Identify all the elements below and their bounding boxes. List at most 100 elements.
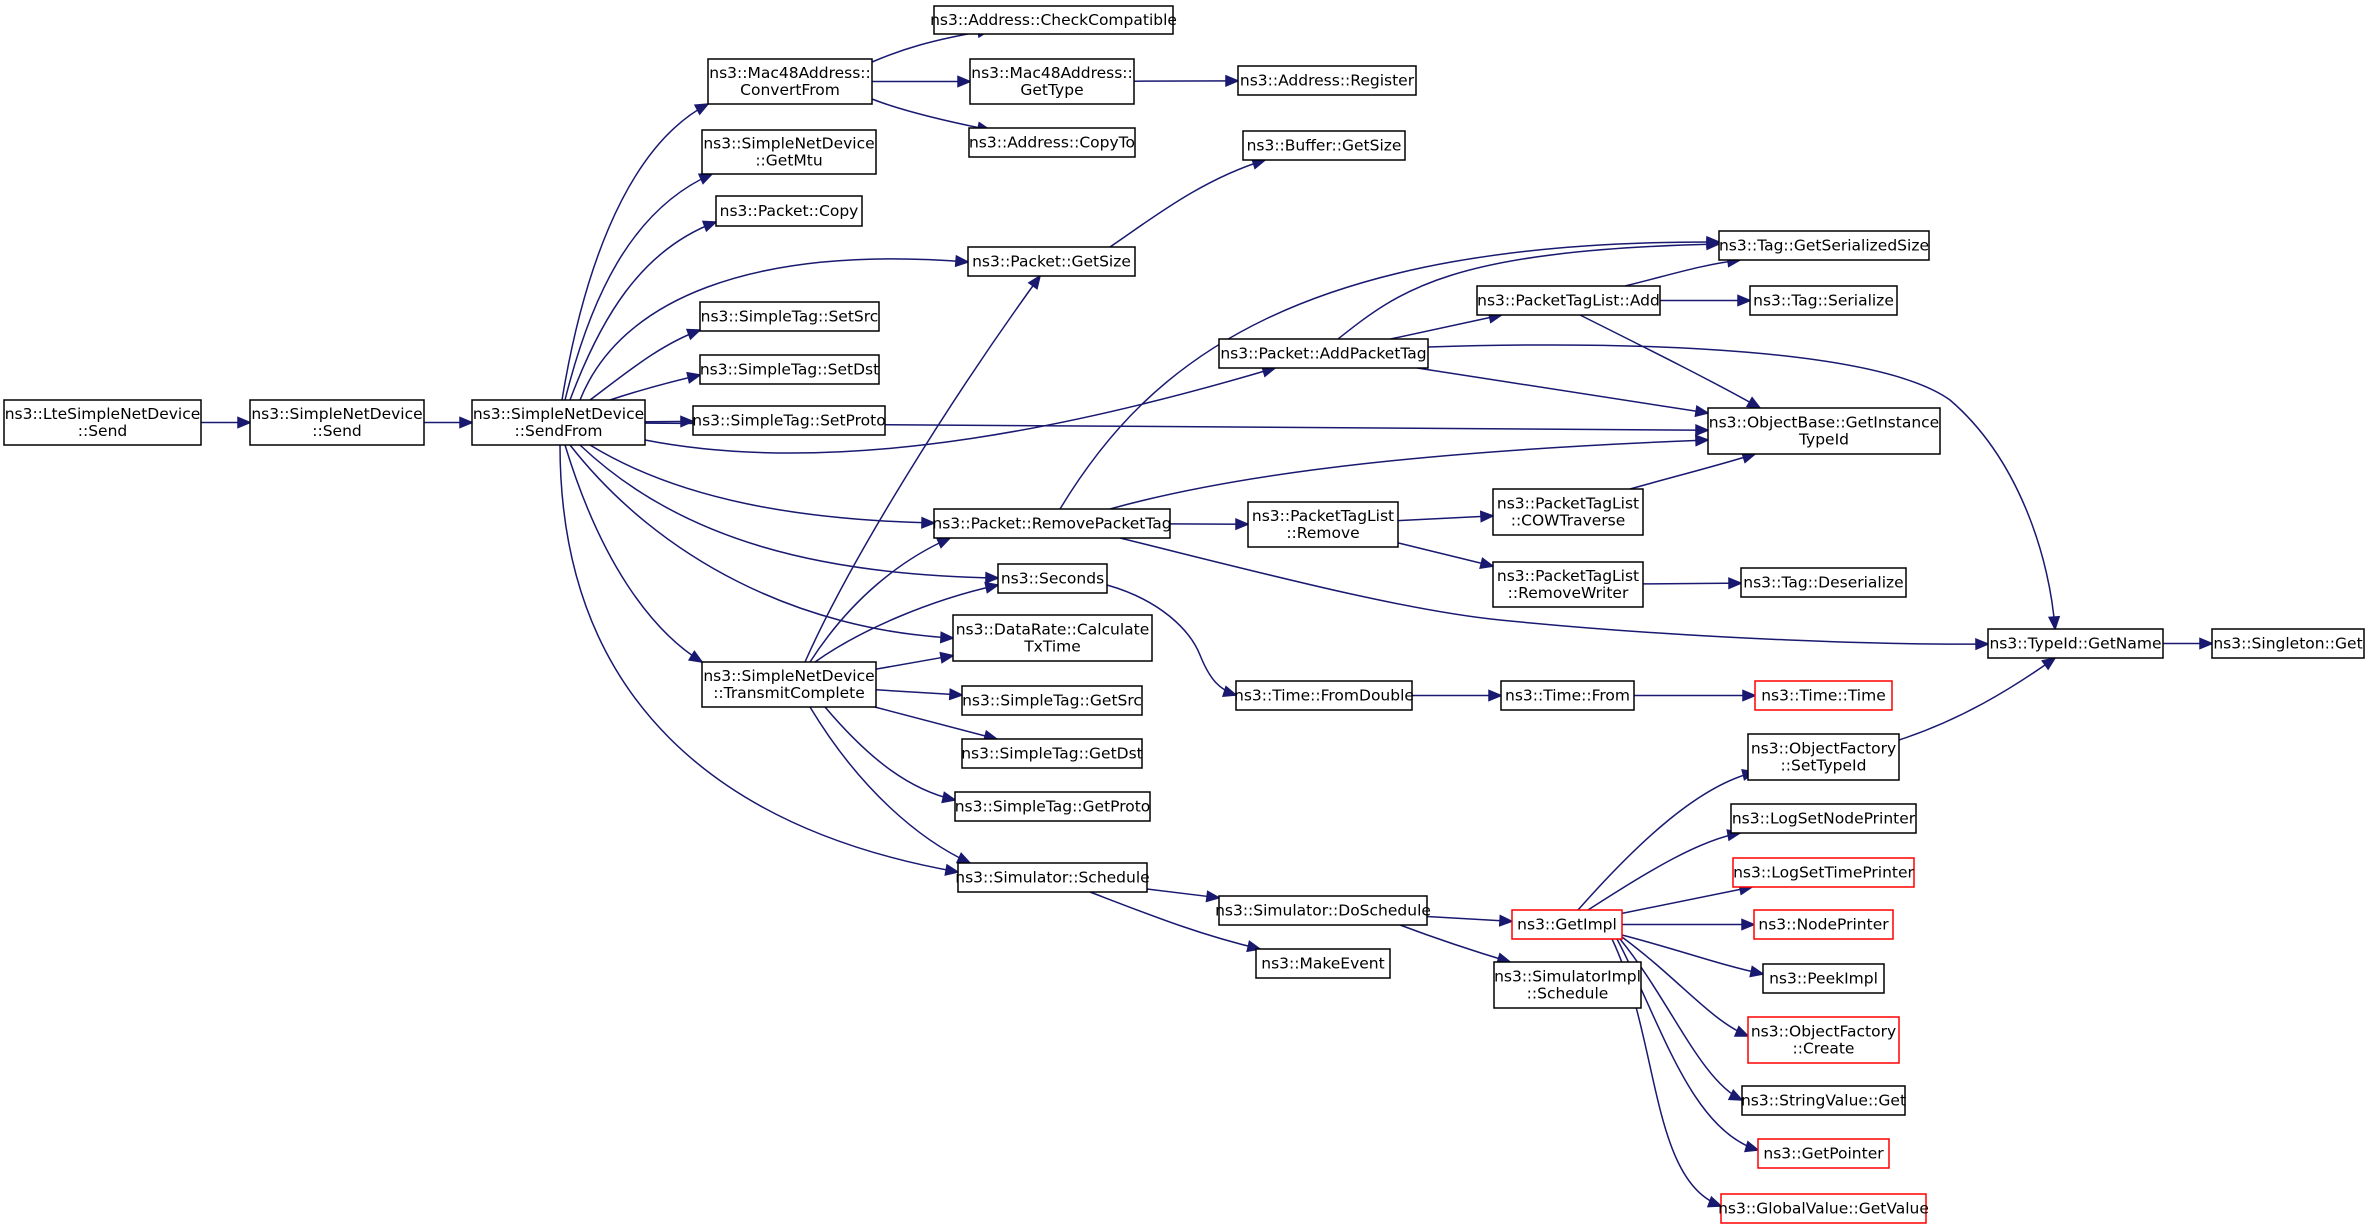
node-box[interactable] bbox=[1747, 1016, 1900, 1064]
node-packettaglist-remove[interactable]: ns3::PacketTagList::Remove bbox=[1247, 501, 1399, 548]
node-box[interactable] bbox=[1757, 1138, 1890, 1169]
node-simpletag-getproto[interactable]: ns3::SimpleTag::GetProto bbox=[954, 791, 1151, 822]
node-packettaglist-removewriter[interactable]: ns3::PacketTagList::RemoveWriter bbox=[1492, 561, 1644, 608]
node-box[interactable] bbox=[957, 862, 1148, 893]
node-box[interactable] bbox=[1242, 130, 1406, 161]
node-box[interactable] bbox=[699, 301, 880, 332]
node-box[interactable] bbox=[997, 563, 1108, 594]
node-snd-getmtu[interactable]: ns3::SimpleNetDevice::GetMtu bbox=[701, 129, 877, 175]
node-box[interactable] bbox=[699, 354, 880, 385]
node-tag-deserialize[interactable]: ns3::Tag::Deserialize bbox=[1740, 567, 1907, 598]
node-objectfactory-create[interactable]: ns3::ObjectFactory::Create bbox=[1747, 1016, 1900, 1064]
node-box[interactable] bbox=[961, 685, 1143, 716]
node-box[interactable] bbox=[968, 127, 1136, 158]
node-tag-getserializedsize[interactable]: ns3::Tag::GetSerializedSize bbox=[1718, 230, 1930, 261]
node-snd-transmitcomplete[interactable]: ns3::SimpleNetDevice::TransmitComplete bbox=[701, 661, 877, 708]
node-simpletag-getdst[interactable]: ns3::SimpleTag::GetDst bbox=[961, 738, 1143, 769]
node-simulator-doschedule[interactable]: ns3::Simulator::DoSchedule bbox=[1215, 895, 1431, 926]
node-packet-copy[interactable]: ns3::Packet::Copy bbox=[715, 195, 863, 227]
node-box[interactable] bbox=[1762, 963, 1885, 994]
node-simpletag-getsrc[interactable]: ns3::SimpleTag::GetSrc bbox=[961, 685, 1143, 716]
node-box[interactable] bbox=[249, 399, 425, 446]
node-snd-sendfrom[interactable]: ns3::SimpleNetDevice::SendFrom bbox=[471, 399, 646, 446]
node-nodeprinter[interactable]: ns3::NodePrinter bbox=[1753, 909, 1894, 940]
node-box[interactable] bbox=[1500, 680, 1635, 711]
node-buffer-getsize[interactable]: ns3::Buffer::GetSize bbox=[1242, 130, 1406, 161]
node-tag-serialize[interactable]: ns3::Tag::Serialize bbox=[1749, 285, 1898, 316]
node-box[interactable] bbox=[1493, 961, 1642, 1009]
node-box[interactable] bbox=[1235, 680, 1413, 711]
node-box[interactable] bbox=[1987, 628, 2164, 659]
node-box[interactable] bbox=[701, 661, 877, 708]
node-box[interactable] bbox=[2211, 628, 2365, 659]
node-box[interactable] bbox=[1754, 680, 1893, 711]
node-box[interactable] bbox=[1476, 285, 1661, 316]
node-box[interactable] bbox=[1720, 1193, 1927, 1224]
node-box[interactable] bbox=[1707, 407, 1941, 455]
node-logsettimeprinter[interactable]: ns3::LogSetTimePrinter bbox=[1732, 857, 1915, 888]
node-box[interactable] bbox=[969, 58, 1135, 105]
node-box[interactable] bbox=[1732, 857, 1915, 888]
node-box[interactable] bbox=[1255, 948, 1391, 979]
node-time-fromdouble[interactable]: ns3::Time::FromDouble bbox=[1234, 680, 1414, 711]
node-mac48-convertfrom[interactable]: ns3::Mac48Address::ConvertFrom bbox=[707, 58, 873, 105]
node-mac48-gettype[interactable]: ns3::Mac48Address::GetType bbox=[969, 58, 1135, 105]
node-singleton-get[interactable]: ns3::Singleton::Get bbox=[2211, 628, 2365, 659]
node-time-from[interactable]: ns3::Time::From bbox=[1500, 680, 1635, 711]
node-simulator-schedule[interactable]: ns3::Simulator::Schedule bbox=[955, 862, 1150, 893]
node-box[interactable] bbox=[1218, 895, 1428, 926]
node-getimpl[interactable]: ns3::GetImpl bbox=[1511, 909, 1623, 940]
node-box[interactable] bbox=[1511, 909, 1623, 940]
node-makeevent[interactable]: ns3::MakeEvent bbox=[1255, 948, 1391, 979]
node-snd-send[interactable]: ns3::SimpleNetDevice::Send bbox=[249, 399, 425, 446]
node-address-checkcompatible[interactable]: ns3::Address::CheckCompatible bbox=[930, 5, 1177, 35]
node-time-time[interactable]: ns3::Time::Time bbox=[1754, 680, 1893, 711]
node-lte-send[interactable]: ns3::LteSimpleNetDevice::Send bbox=[3, 399, 202, 446]
node-box[interactable] bbox=[1237, 65, 1417, 96]
node-box[interactable] bbox=[1749, 285, 1898, 316]
node-globalvalue-getvalue[interactable]: ns3::GlobalValue::GetValue bbox=[1718, 1193, 1929, 1224]
node-typeid-getname[interactable]: ns3::TypeId::GetName bbox=[1987, 628, 2164, 659]
node-getpointer[interactable]: ns3::GetPointer bbox=[1757, 1138, 1890, 1169]
node-box[interactable] bbox=[1753, 909, 1894, 940]
node-box[interactable] bbox=[471, 399, 646, 446]
node-box[interactable] bbox=[1492, 488, 1644, 536]
node-packet-getsize[interactable]: ns3::Packet::GetSize bbox=[967, 246, 1136, 277]
node-simpletag-setdst[interactable]: ns3::SimpleTag::SetDst bbox=[699, 354, 880, 385]
node-box[interactable] bbox=[961, 738, 1143, 769]
node-box[interactable] bbox=[933, 508, 1171, 539]
node-address-register[interactable]: ns3::Address::Register bbox=[1237, 65, 1417, 96]
node-simulatorimpl-schedule[interactable]: ns3::SimulatorImpl::Schedule bbox=[1493, 961, 1642, 1009]
node-objectfactory-settypeid[interactable]: ns3::ObjectFactory::SetTypeId bbox=[1747, 733, 1900, 781]
node-box[interactable] bbox=[1747, 733, 1900, 781]
node-stringvalue-get[interactable]: ns3::StringValue::Get bbox=[1741, 1085, 1906, 1116]
node-seconds[interactable]: ns3::Seconds bbox=[997, 563, 1108, 594]
node-box[interactable] bbox=[1718, 230, 1930, 261]
node-box[interactable] bbox=[952, 614, 1153, 662]
node-box[interactable] bbox=[701, 129, 877, 175]
node-box[interactable] bbox=[1492, 561, 1644, 608]
node-box[interactable] bbox=[692, 405, 886, 436]
node-simpletag-setproto[interactable]: ns3::SimpleTag::SetProto bbox=[692, 405, 886, 436]
node-box[interactable] bbox=[933, 5, 1174, 35]
node-box[interactable] bbox=[3, 399, 202, 446]
node-box[interactable] bbox=[707, 58, 873, 105]
node-box[interactable] bbox=[715, 195, 863, 227]
node-box[interactable] bbox=[1218, 338, 1429, 369]
node-box[interactable] bbox=[1730, 803, 1917, 834]
node-peekimpl[interactable]: ns3::PeekImpl bbox=[1762, 963, 1885, 994]
node-box[interactable] bbox=[954, 791, 1151, 822]
node-packet-addpackettag[interactable]: ns3::Packet::AddPacketTag bbox=[1218, 338, 1429, 369]
node-logsetnodeprinter[interactable]: ns3::LogSetNodePrinter bbox=[1730, 803, 1917, 834]
node-box[interactable] bbox=[1740, 567, 1907, 598]
node-box[interactable] bbox=[1247, 501, 1399, 548]
node-packettaglist-cowtraverse[interactable]: ns3::PacketTagList::COWTraverse bbox=[1492, 488, 1644, 536]
node-box[interactable] bbox=[1741, 1085, 1906, 1116]
node-simpletag-setsrc[interactable]: ns3::SimpleTag::SetSrc bbox=[699, 301, 880, 332]
node-packet-removepackettag[interactable]: ns3::Packet::RemovePacketTag bbox=[932, 508, 1172, 539]
node-box[interactable] bbox=[967, 246, 1136, 277]
node-address-copyto[interactable]: ns3::Address::CopyTo bbox=[968, 127, 1136, 158]
node-packettaglist-add[interactable]: ns3::PacketTagList::Add bbox=[1476, 285, 1661, 316]
